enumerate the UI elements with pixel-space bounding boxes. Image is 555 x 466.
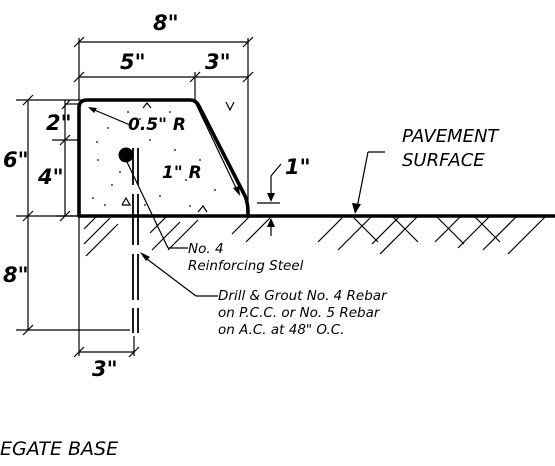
reveal-label: 1": [285, 155, 311, 179]
dowel-bar: [132, 148, 139, 333]
slope-width-label: 3": [205, 50, 231, 74]
top-width-dimension: 5" 3": [73, 50, 254, 100]
pavement-label-line2: SURFACE: [402, 150, 485, 171]
overall-width-dimension: 8": [73, 11, 254, 200]
reinforcing-callout: No. 4 Reinforcing Steel: [126, 161, 304, 274]
corner-dimension: 2" 0.5" R: [46, 99, 186, 135]
reinforcing-bar: [118, 147, 134, 163]
concrete-stipple: [92, 111, 216, 207]
curb-outline: [77, 98, 250, 218]
earth-hatch: [56, 215, 547, 257]
dowel-callout: Drill & Grout No. 4 Rebar on P.C.C. or N…: [140, 252, 388, 338]
aggregate-marks: [121, 101, 235, 213]
reinforcing-label-line2: Reinforcing Steel: [188, 258, 304, 274]
height-total-label: 6": [3, 148, 29, 172]
reveal-dimension: 1": [257, 155, 311, 236]
reinforcing-label-line1: No. 4: [188, 241, 224, 257]
aggregate-base-label: EGATE BASE: [0, 438, 118, 460]
dowel-label-line1: Drill & Grout No. 4 Rebar: [218, 288, 388, 304]
height-lower-label: 4": [37, 165, 64, 189]
corner-offset-label: 2": [46, 111, 72, 135]
top-width-label: 5": [120, 50, 146, 74]
embed-offset-label: 3": [92, 357, 118, 381]
dowel-label-line3: on A.C. at 48" O.C.: [218, 322, 345, 338]
embed-depth-label: 8": [3, 263, 29, 287]
height-dimension: 6" 4" 8": [3, 94, 130, 336]
toe-radius-callout: 1" R: [162, 103, 240, 196]
dowel-label-line2: on P.C.C. or No. 5 Rebar: [218, 305, 381, 321]
toe-radius-label: 1" R: [162, 163, 202, 183]
pavement-label-line1: PAVEMENT: [402, 126, 500, 147]
embed-offset-dimension: 3": [73, 216, 140, 381]
corner-radius-label: 0.5" R: [128, 115, 186, 135]
overall-width-label: 8": [153, 11, 179, 35]
pavement-callout: PAVEMENT SURFACE: [352, 126, 500, 214]
